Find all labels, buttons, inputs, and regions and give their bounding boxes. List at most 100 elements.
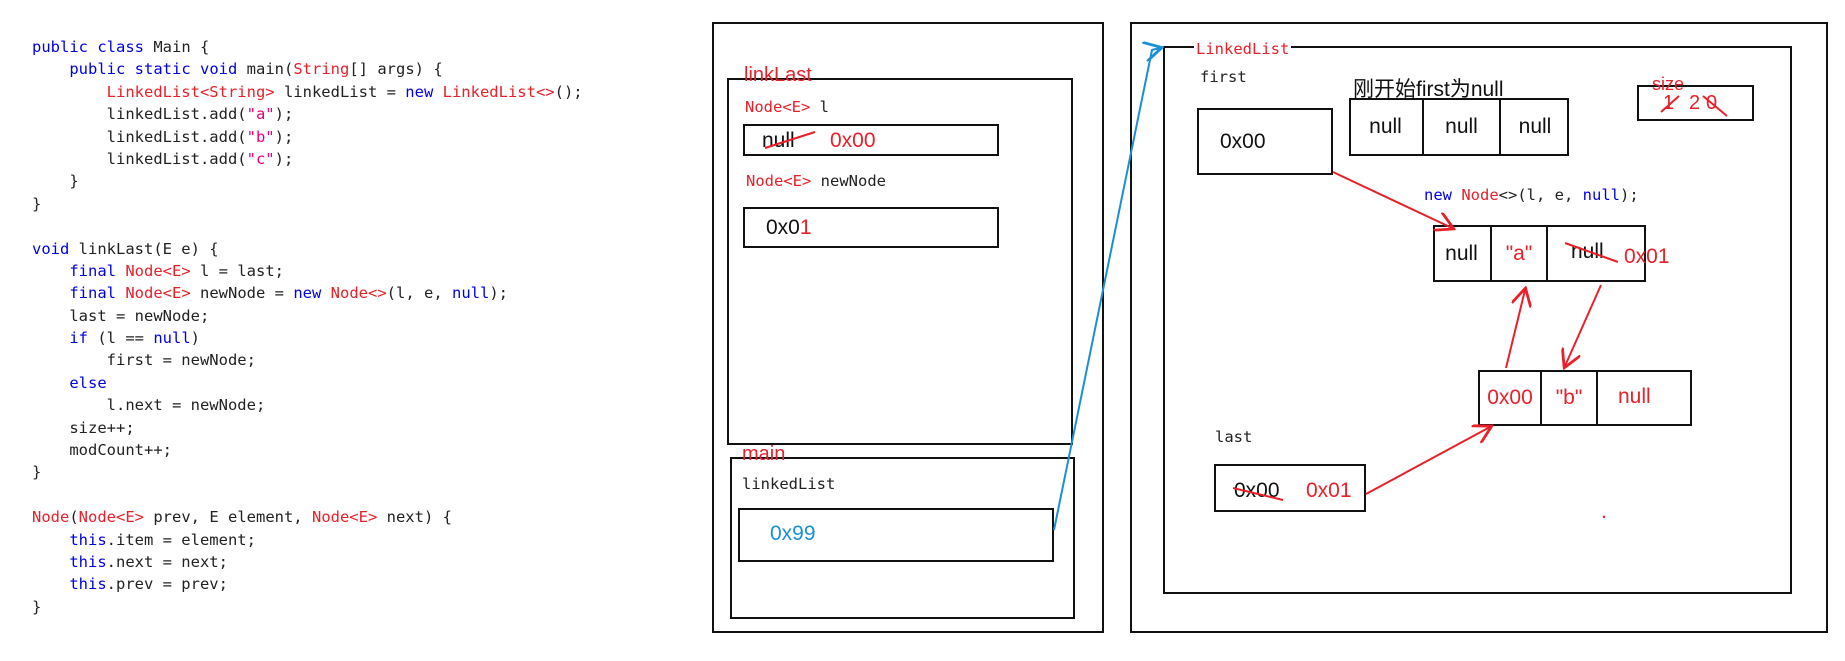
size-old-1: 1	[1663, 92, 1675, 114]
linklast-frame-label: linkLast	[744, 64, 812, 86]
code-token: }	[32, 597, 42, 616]
code-token: .prev = prev;	[106, 575, 228, 594]
code-token: next) {	[377, 508, 452, 527]
linkedlist-var-box	[738, 508, 1054, 562]
code-token: size++;	[32, 418, 135, 437]
first-label: first	[1200, 68, 1247, 86]
code-token: null	[452, 284, 490, 303]
code-token: LinkedList<>	[442, 82, 555, 101]
code-line: modCount++;	[32, 439, 583, 461]
main-frame-label: main	[742, 443, 786, 465]
code-line: linkedList.add("b");	[32, 126, 583, 148]
code-line: public class Main {	[32, 36, 583, 58]
code-token: "a"	[246, 105, 275, 124]
code-token: modCount++;	[32, 441, 172, 460]
code-token: .item = element;	[106, 530, 256, 549]
code-token: l.next = newNode;	[32, 396, 266, 415]
code-token-part: class	[97, 38, 145, 56]
code-line: this.item = element;	[32, 529, 583, 551]
null-node-item: null	[1445, 115, 1478, 138]
code-line: last = newNode;	[32, 305, 583, 327]
code-token: else	[69, 373, 107, 392]
code-token: final	[69, 284, 116, 303]
code-listing: public class Main { public static void m…	[32, 36, 583, 618]
code-line: size++;	[32, 417, 583, 439]
code-token: Node<>	[330, 284, 387, 303]
code-token: "b"	[246, 127, 275, 146]
code-token: .next = next;	[106, 552, 228, 571]
code-token: Node<E>	[125, 261, 191, 280]
first-value-box	[1197, 108, 1333, 175]
last-new-value: 0x01	[1306, 479, 1352, 502]
size-box	[1637, 85, 1754, 121]
linkedlist-var-name: linkedList	[742, 475, 836, 493]
code-line: this.prev = prev;	[32, 573, 583, 595]
heap-area	[1130, 22, 1828, 633]
last-value-box	[1214, 464, 1366, 512]
newnode-value-suffix: 1	[799, 216, 812, 239]
l-type: Node<E>	[745, 98, 811, 116]
code-token: (	[69, 508, 79, 527]
node-a-box	[1433, 225, 1646, 282]
code-token: linkedList.add(	[32, 127, 247, 146]
code-token: (l ==	[88, 329, 154, 348]
code-line: final Node<E> l = last;	[32, 260, 583, 282]
reference-arrow-linkedlist	[1053, 48, 1160, 531]
code-token: );	[274, 127, 294, 146]
node-b-item: "b"	[1555, 386, 1583, 409]
code-token-part: Main {	[144, 38, 210, 56]
node-a-divider-2	[1546, 225, 1548, 282]
code-token: prev, E element,	[144, 508, 312, 527]
first-null-note: 刚开始first为null	[1353, 78, 1504, 101]
code-token: );	[274, 149, 294, 168]
code-token-part: public	[32, 38, 88, 56]
newnode-value-prefix: 0x0	[766, 216, 800, 239]
code-token: this	[69, 575, 107, 594]
code-token: void	[32, 239, 70, 258]
code-token: }	[32, 194, 42, 213]
l-declaration: Node<E> l	[745, 98, 829, 116]
size-label: size	[1652, 74, 1685, 94]
newnode-type: Node<E>	[746, 172, 812, 190]
code-token: last = newNode;	[32, 306, 210, 325]
strike-last-old	[1232, 487, 1284, 501]
node-b-divider-2	[1596, 370, 1598, 426]
code-line: else	[32, 372, 583, 394]
code-line: if (l == null)	[32, 327, 583, 349]
null-node-divider-2	[1499, 98, 1501, 156]
code-token: new	[405, 82, 434, 101]
size-value: 2	[1689, 92, 1701, 114]
code-token: [] args) {	[349, 60, 443, 79]
node-a-divider-1	[1490, 225, 1492, 282]
code-token: linkLast(E e) {	[69, 239, 219, 258]
node-a-next-new: 0x01	[1624, 245, 1670, 268]
null-node-prev: null	[1369, 115, 1402, 138]
newnode-declaration: Node<E> newNode	[746, 172, 886, 190]
code-token: this	[69, 552, 107, 571]
stack-area	[712, 22, 1104, 633]
code-token: String	[293, 60, 350, 79]
node-end: );	[1620, 186, 1639, 204]
strike-size-1	[1660, 95, 1680, 113]
code-token-part: main(	[237, 60, 294, 79]
code-token: (l, e,	[386, 284, 452, 303]
node-b-box	[1478, 370, 1692, 426]
l-value-box	[743, 124, 999, 156]
code-line: }	[32, 170, 583, 192]
code-line: l.next = newNode;	[32, 394, 583, 416]
code-line: Node(Node<E> prev, E element, Node<E> ne…	[32, 506, 583, 528]
strike-node-a-next	[1564, 242, 1619, 263]
code-token: public class Main {	[32, 38, 209, 56]
linklast-frame	[727, 78, 1073, 445]
node-b-next: null	[1618, 385, 1651, 408]
code-token-part: public	[69, 60, 126, 79]
reference-arrow-last	[1365, 427, 1490, 495]
code-token: Node<E>	[311, 508, 378, 527]
code-token: "c"	[246, 149, 275, 168]
strike-size-0	[1702, 95, 1728, 117]
code-token: public static void main(	[32, 60, 293, 78]
code-token: first = newNode;	[32, 351, 256, 370]
code-line: this.next = next;	[32, 551, 583, 573]
reference-arrow-first	[1332, 171, 1452, 228]
